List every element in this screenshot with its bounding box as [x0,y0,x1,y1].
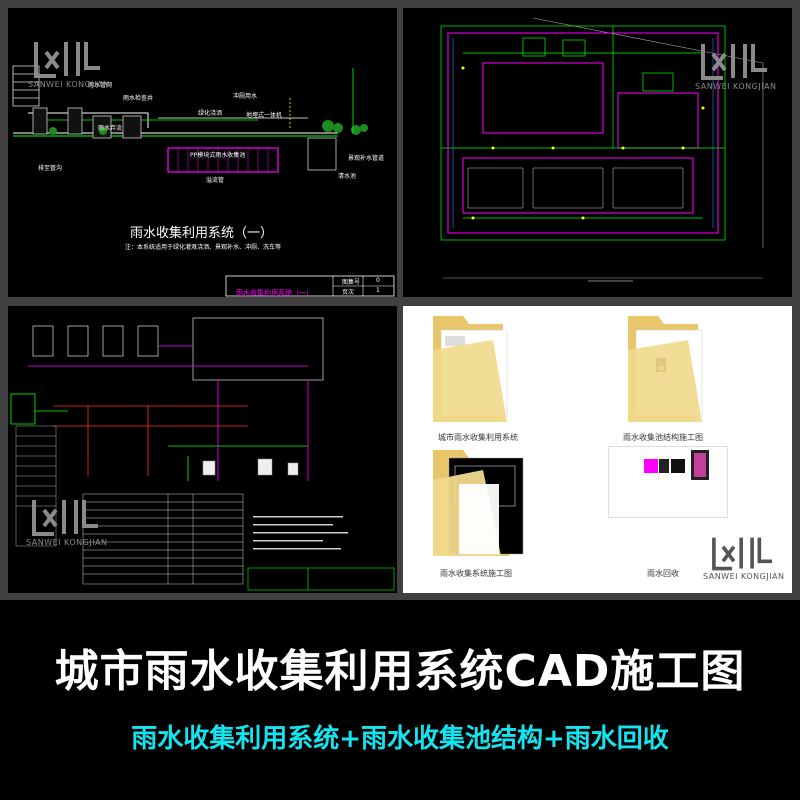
folder-caption: 雨水收集系统施工图 [440,569,512,578]
cad-thumbnail-process-schematic: SANWEI KONGJIAN [8,306,397,593]
folder-icon[interactable] [423,444,533,566]
cad-thumbnail-system-section: 雨水管网 排至管沟 雨水检查井 雨水弃流 绿化浇洒 冲厕用水 地埋式一体机 PP… [8,8,397,297]
title-block-label: 页次 [342,289,355,296]
title-block-name: 雨水收集利用系统（一） [236,289,313,297]
cad-label: 地埋式一体机 [246,112,283,119]
cad-label: PP模块式雨水收集池 [190,152,246,159]
file-browser-preview: 城市雨水收集利用系统 雨水收集池结构施工图 雨水收集系统施工图 [403,306,792,593]
cad-label: 景观补水管道 [348,155,385,162]
watermark-logo: SANWEI KONGJIAN [26,496,108,547]
cad-label: 溢流管 [206,177,225,184]
cad-label: 冲厕用水 [233,93,258,100]
folder-caption: 城市雨水收集利用系统 [438,433,518,442]
watermark-text: SANWEI KONGJIAN [703,572,785,581]
watermark-logo: SANWEI KONGJIAN [695,40,777,91]
banner-title: 城市雨水收集利用系统CAD施工图 [54,646,746,697]
watermark-text: SANWEI KONGJIAN [695,82,777,91]
folder-caption: 雨水收集池结构施工图 [623,433,703,442]
banner-subtitle: 雨水收集利用系统+雨水收集池结构+雨水回收 [131,724,669,754]
cad-label: 清水池 [338,173,357,180]
title-block-value: 0 [376,277,380,284]
watermark-text: SANWEI KONGJIAN [26,538,108,547]
promo-banner [0,600,800,800]
folder-icon[interactable] [423,310,523,430]
file-caption: 雨水回收 [647,569,679,578]
cad-label: 雨水管网 [88,82,113,89]
watermark-text: SANWEI KONGJIAN [28,80,110,89]
drawing-title: 雨水收集利用系统（一） [130,226,274,241]
cad-thumbnail-site-plan: SANWEI KONGJIAN [403,8,792,297]
title-block-value: 1 [376,287,380,294]
file-thumbnail[interactable] [608,446,728,518]
cad-label: 雨水检查井 [123,95,154,102]
folder-icon[interactable] [618,310,718,430]
watermark-logo: SANWEI KONGJIAN [703,534,785,581]
cad-label: 排至管沟 [38,165,63,172]
watermark-logo: SANWEI KONGJIAN [28,38,110,89]
title-block-label: 图集号 [342,279,361,286]
cad-label: 雨水弃流 [98,125,123,132]
cad-label: 绿化浇洒 [198,110,223,117]
drawing-note: 注：本系统适用于绿化灌溉浇洒、景观补水、冲厕、洗车等 [125,244,282,251]
